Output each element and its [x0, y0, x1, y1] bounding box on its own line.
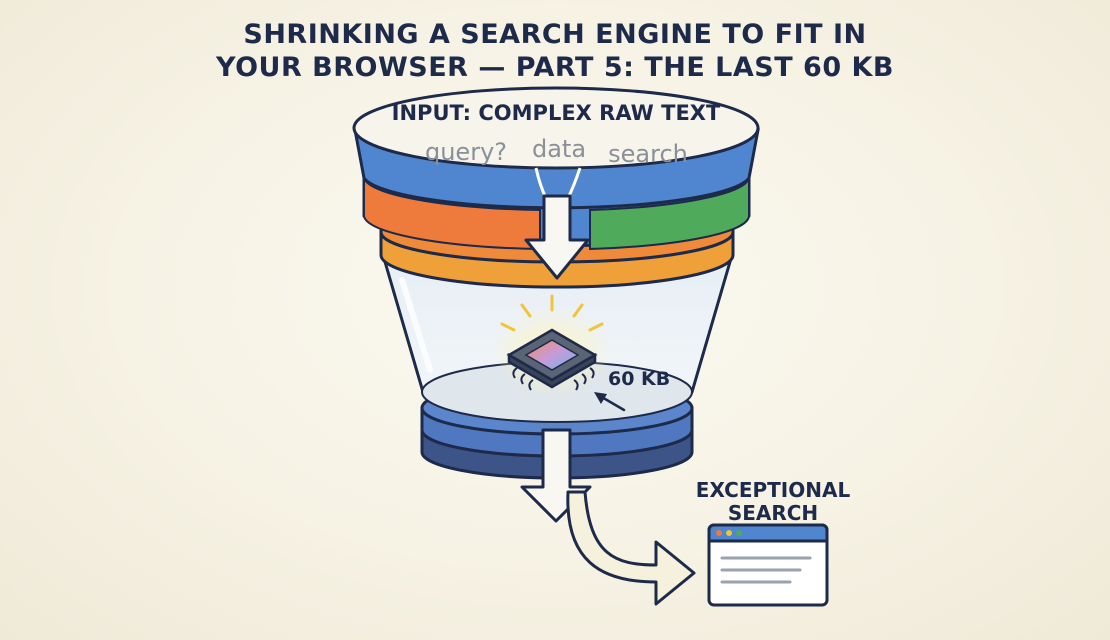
chip-pointer-arrow: [594, 392, 626, 412]
word-query: query?: [425, 138, 507, 166]
output-label-line-2: SEARCH: [728, 501, 818, 525]
word-data: data: [532, 135, 586, 163]
title-line-2: YOUR BROWSER — PART 5: THE LAST 60 KB: [215, 52, 895, 83]
chip-icon: [506, 328, 598, 391]
chip-size-label: 60 KB: [608, 368, 670, 390]
input-label: INPUT: COMPLEX RAW TEXT: [392, 101, 721, 125]
output-label-line-1: EXCEPTIONAL: [696, 478, 851, 502]
search-results-window-icon: [707, 523, 829, 607]
curved-output-arrow: [566, 490, 696, 606]
inflow-arrow: [524, 167, 590, 280]
funnel-top-band: [352, 86, 760, 210]
title-line-1: SHRINKING A SEARCH ENGINE TO FIT IN: [243, 19, 867, 50]
page-title: SHRINKING A SEARCH ENGINE TO FIT IN YOUR…: [0, 18, 1110, 84]
word-search: search: [608, 140, 688, 168]
